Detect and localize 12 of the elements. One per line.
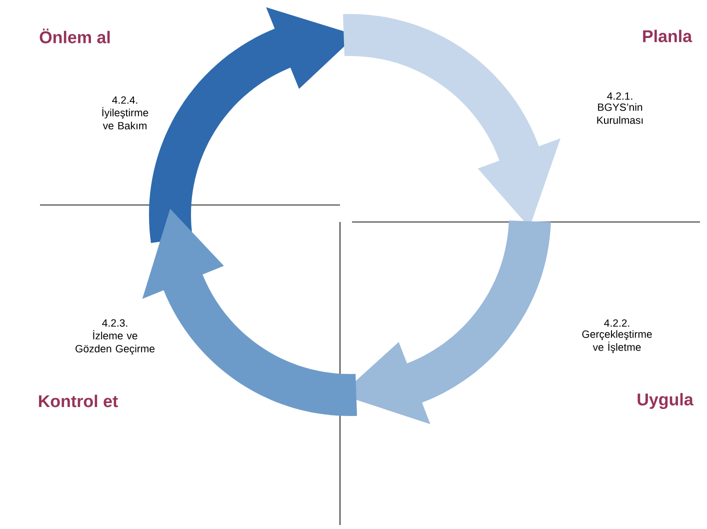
quadrant-heading: Önlem al [40,28,110,44]
step-title: Gerçekleştirme ve İşletme [582,330,652,354]
step-number: 4.2.4. [112,96,138,104]
step-title: BGYS’nin Kurulması [597,103,643,124]
quadrant-heading: Uygula [638,393,694,409]
quadrant-heading: Planla [643,30,692,42]
step-number: 4.2.2. [604,319,630,327]
step-title: İzleme ve Gözden Geçirme [76,330,154,355]
step-number: 4.2.3. [102,319,128,327]
step-title: İyileştirme ve Bakım [102,107,148,130]
quadrant-heading: Kontrol et [39,394,118,408]
step-number: 4.2.1. [607,92,632,100]
